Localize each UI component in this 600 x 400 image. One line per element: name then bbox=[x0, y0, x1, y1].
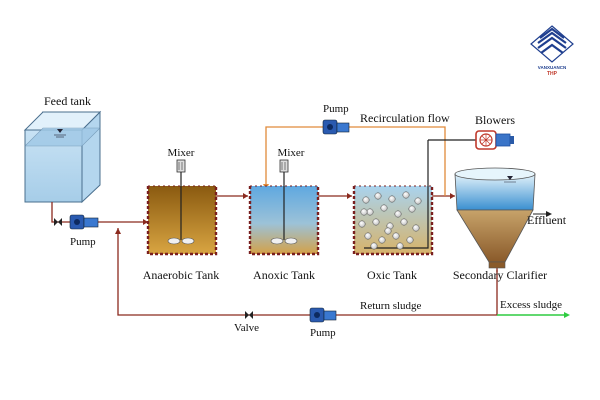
feed-pump-label: Pump bbox=[70, 236, 96, 248]
air-bubble bbox=[400, 218, 408, 226]
impeller-icon bbox=[167, 237, 181, 245]
effluent-arrow-icon bbox=[546, 211, 552, 217]
air-bubble bbox=[358, 220, 366, 228]
air-bubble bbox=[378, 236, 386, 244]
water-level-icon bbox=[57, 129, 63, 133]
excess-arrow-icon bbox=[564, 312, 570, 318]
valve-label: Valve bbox=[234, 322, 259, 334]
return-arrow-icon bbox=[115, 228, 121, 234]
air-bubble bbox=[380, 204, 388, 212]
recirculation-flow-label: Recirculation flow bbox=[360, 111, 450, 125]
flow-arrow-icon bbox=[243, 193, 248, 199]
air-bubble bbox=[408, 205, 416, 213]
recirc-pump-label: Pump bbox=[323, 103, 349, 115]
feed-tank bbox=[23, 110, 102, 204]
air-bubbles bbox=[358, 191, 422, 250]
water-level-icon bbox=[507, 176, 513, 180]
mixer-motor-icon bbox=[176, 159, 186, 173]
flow-arrow-icon bbox=[450, 193, 455, 199]
air-bubble bbox=[372, 218, 380, 226]
secondary-clarifier bbox=[454, 167, 552, 269]
feed-arrow-icon bbox=[143, 219, 148, 225]
logo-line2: THP bbox=[547, 71, 558, 77]
valve-icon bbox=[245, 311, 253, 319]
air-bubble bbox=[414, 197, 422, 205]
oxic-tank-label: Oxic Tank bbox=[367, 268, 417, 282]
oxic-tank bbox=[352, 140, 434, 256]
anaerobic-tank-label: Anaerobic Tank bbox=[143, 268, 220, 282]
anaerobic-tank bbox=[146, 159, 218, 256]
excess-sludge-label: Excess sludge bbox=[500, 299, 562, 311]
logo-line1: VANXUANCN bbox=[538, 65, 566, 70]
blower bbox=[428, 130, 514, 150]
air-bubble bbox=[394, 210, 402, 218]
feed-tank-label: Feed tank bbox=[44, 94, 91, 108]
anoxic-tank-label: Anoxic Tank bbox=[253, 268, 315, 282]
logo-diamond bbox=[530, 25, 574, 63]
mixer-motor-icon bbox=[279, 159, 289, 173]
air-bubble bbox=[402, 191, 410, 199]
air-bubble bbox=[396, 242, 404, 250]
return-pump bbox=[309, 307, 337, 323]
blowers-label: Blowers bbox=[475, 113, 515, 127]
return-sludge-pipe bbox=[117, 228, 498, 316]
air-bubble bbox=[388, 195, 396, 203]
air-bubble bbox=[406, 236, 414, 244]
secondary-clarifier-label: Secondary Clarifier bbox=[453, 268, 547, 282]
impeller-icon bbox=[270, 237, 284, 245]
feed-pipe bbox=[51, 202, 148, 223]
air-bubble bbox=[384, 227, 392, 235]
air-bubble bbox=[364, 232, 372, 240]
feed-pump bbox=[54, 214, 99, 230]
return-pump-label: Pump bbox=[310, 327, 336, 339]
mixer-label: Mixer bbox=[168, 147, 195, 159]
recirculation-pipe bbox=[265, 126, 446, 196]
recirculation-pump bbox=[322, 119, 350, 135]
air-bubble bbox=[370, 242, 378, 250]
flow-arrow-icon bbox=[347, 193, 352, 199]
company-logo: VANXUANCN THP bbox=[530, 25, 574, 77]
air-bubble bbox=[360, 208, 368, 216]
mixer-label: Mixer bbox=[278, 147, 305, 159]
air-bubble bbox=[366, 208, 374, 216]
air-bubble bbox=[362, 196, 370, 204]
anoxic-tank bbox=[248, 159, 320, 256]
valve-icon bbox=[54, 218, 62, 226]
air-bubble bbox=[412, 224, 420, 232]
return-sludge-label: Return sludge bbox=[360, 300, 422, 312]
effluent-label: Effluent bbox=[527, 213, 567, 227]
air-bubble bbox=[392, 232, 400, 240]
air-bubble bbox=[374, 192, 382, 200]
